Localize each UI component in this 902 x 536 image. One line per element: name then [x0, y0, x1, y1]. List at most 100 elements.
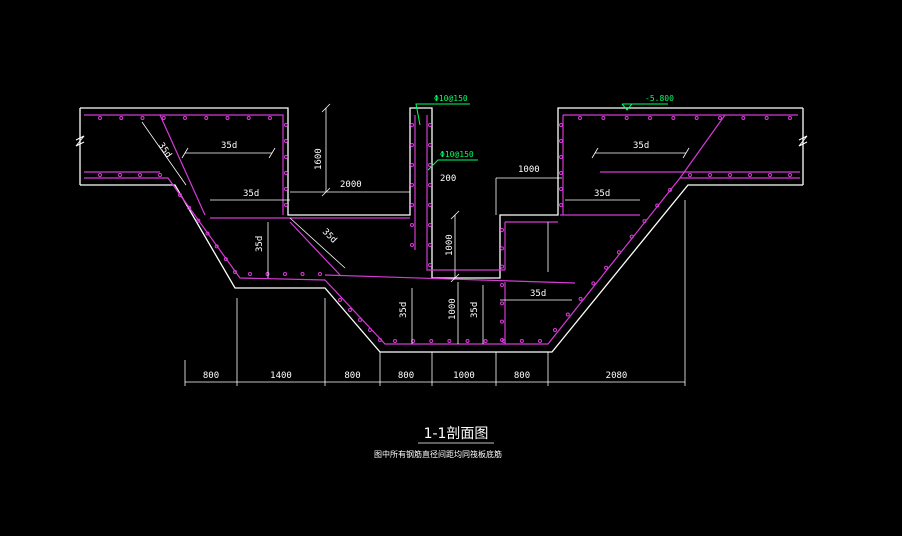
- rebar-dot: [559, 187, 563, 191]
- rebar-dot: [768, 173, 772, 177]
- rebar-dot: [500, 246, 504, 251]
- lap-length-label: 35d: [255, 236, 265, 252]
- bottom-dimension-label: 2080: [606, 371, 628, 381]
- rebar-dot: [708, 173, 712, 177]
- rebar-dot: [718, 116, 722, 120]
- rebar-dot: [223, 257, 228, 262]
- rebar-dot: [265, 272, 270, 276]
- rebar-dot: [187, 205, 192, 210]
- rebar-dot: [225, 116, 230, 120]
- rebar-dot: [500, 338, 504, 342]
- rebar-label-mid: Φ10@150: [440, 150, 474, 159]
- rebar-dot: [348, 308, 352, 312]
- rebar-dot: [648, 116, 652, 120]
- dimension-label: 1000: [518, 165, 540, 175]
- rebar-label-top: Φ10@150: [434, 94, 468, 103]
- rebar-dot: [214, 244, 219, 249]
- lap-length-label: 35d: [320, 227, 339, 246]
- rebar-dots: [98, 116, 792, 343]
- rebar-dot: [178, 193, 182, 197]
- rebar-dot: [559, 203, 563, 207]
- rebar-dot: [98, 173, 102, 177]
- rebar-dot: [428, 203, 432, 207]
- rebar-dot: [318, 272, 322, 276]
- rebar-dot: [410, 143, 414, 147]
- dimension-label: 2000: [340, 180, 362, 190]
- break-marks: [75, 135, 808, 147]
- rebar-dot: [410, 163, 414, 167]
- rebar-dot: [161, 116, 166, 120]
- bottom-dimension-label: 1400: [270, 371, 292, 381]
- rebar-dot: [728, 173, 732, 177]
- rebar-dot: [500, 264, 504, 269]
- rebar-dot: [428, 243, 432, 247]
- rebar-dot: [196, 218, 201, 223]
- rebar-dot: [248, 272, 252, 276]
- rebar-dot: [655, 203, 660, 208]
- rebar-dot: [368, 328, 372, 332]
- bottom-dimension-label: 800: [398, 371, 414, 381]
- rebar-dot: [616, 250, 621, 255]
- section-title: 1-1剖面图: [424, 426, 489, 442]
- rebar-dot: [118, 173, 122, 177]
- rebar-dot: [183, 116, 187, 120]
- rebar-dot: [246, 116, 251, 120]
- rebar-dot: [338, 298, 342, 302]
- rebar-dot: [559, 139, 563, 143]
- bottom-dimension-label: 800: [203, 371, 219, 381]
- dimension-label: 200: [440, 174, 456, 184]
- rebar-dot: [559, 123, 563, 127]
- rebar-dot: [358, 318, 362, 322]
- rebar-dot: [158, 173, 162, 177]
- lap-length-label: 35d: [221, 141, 237, 151]
- rebar-dot: [205, 231, 210, 236]
- rebar-dot: [119, 116, 124, 120]
- rebar-dot: [624, 116, 629, 120]
- lap-length-label: 35d: [633, 141, 649, 151]
- bottom-dimension-label: 800: [514, 371, 530, 381]
- rebar-dot: [410, 243, 414, 247]
- lap-length-label: 35d: [594, 189, 610, 199]
- rebar-dot: [300, 272, 305, 276]
- rebar-dot: [204, 116, 209, 120]
- rebar-dot: [500, 319, 504, 324]
- rebar-dot: [500, 301, 504, 306]
- dimension-lines: [141, 103, 690, 444]
- rebar-dot: [410, 223, 414, 227]
- rebar-dot: [410, 203, 414, 207]
- concrete-outline: [79, 107, 804, 353]
- rebar-dot: [428, 223, 432, 227]
- dimension-label: 1600: [314, 148, 324, 170]
- rebar-dot: [98, 116, 102, 120]
- rebar-dot: [694, 116, 699, 120]
- rebar-dot: [519, 339, 524, 343]
- rebar-dot: [284, 203, 288, 207]
- rebar-dot: [604, 265, 609, 270]
- rebar-dot: [788, 173, 792, 177]
- rebar-dot: [591, 281, 596, 286]
- rebar-dot: [538, 339, 542, 343]
- drawing-note: 图中所有钢筋直径间距均同筏板底筋: [374, 449, 502, 459]
- rebar-dot: [428, 263, 432, 267]
- rebar-dot: [688, 173, 692, 177]
- rebar-dot: [629, 234, 634, 239]
- dimension-label: 1000: [448, 298, 458, 320]
- rebar-dot: [748, 173, 752, 177]
- rebar-dot: [410, 183, 414, 187]
- rebar-dot: [140, 116, 145, 120]
- bottom-dimension-label: 1000: [453, 371, 475, 381]
- rebar-dot: [559, 171, 563, 175]
- rebar-dot: [393, 339, 397, 343]
- rebar-dot: [500, 283, 504, 287]
- rebar-dot: [559, 155, 563, 159]
- rebar-dot: [465, 339, 470, 343]
- rebar-dot: [428, 183, 432, 187]
- rebar-dot: [500, 228, 504, 232]
- rebar-dot: [483, 339, 488, 343]
- rebar-dot: [410, 123, 414, 127]
- rebar-dot: [668, 188, 672, 192]
- rebar-dot: [788, 116, 792, 120]
- rebar-dot: [764, 116, 769, 120]
- rebar-dot: [565, 312, 570, 317]
